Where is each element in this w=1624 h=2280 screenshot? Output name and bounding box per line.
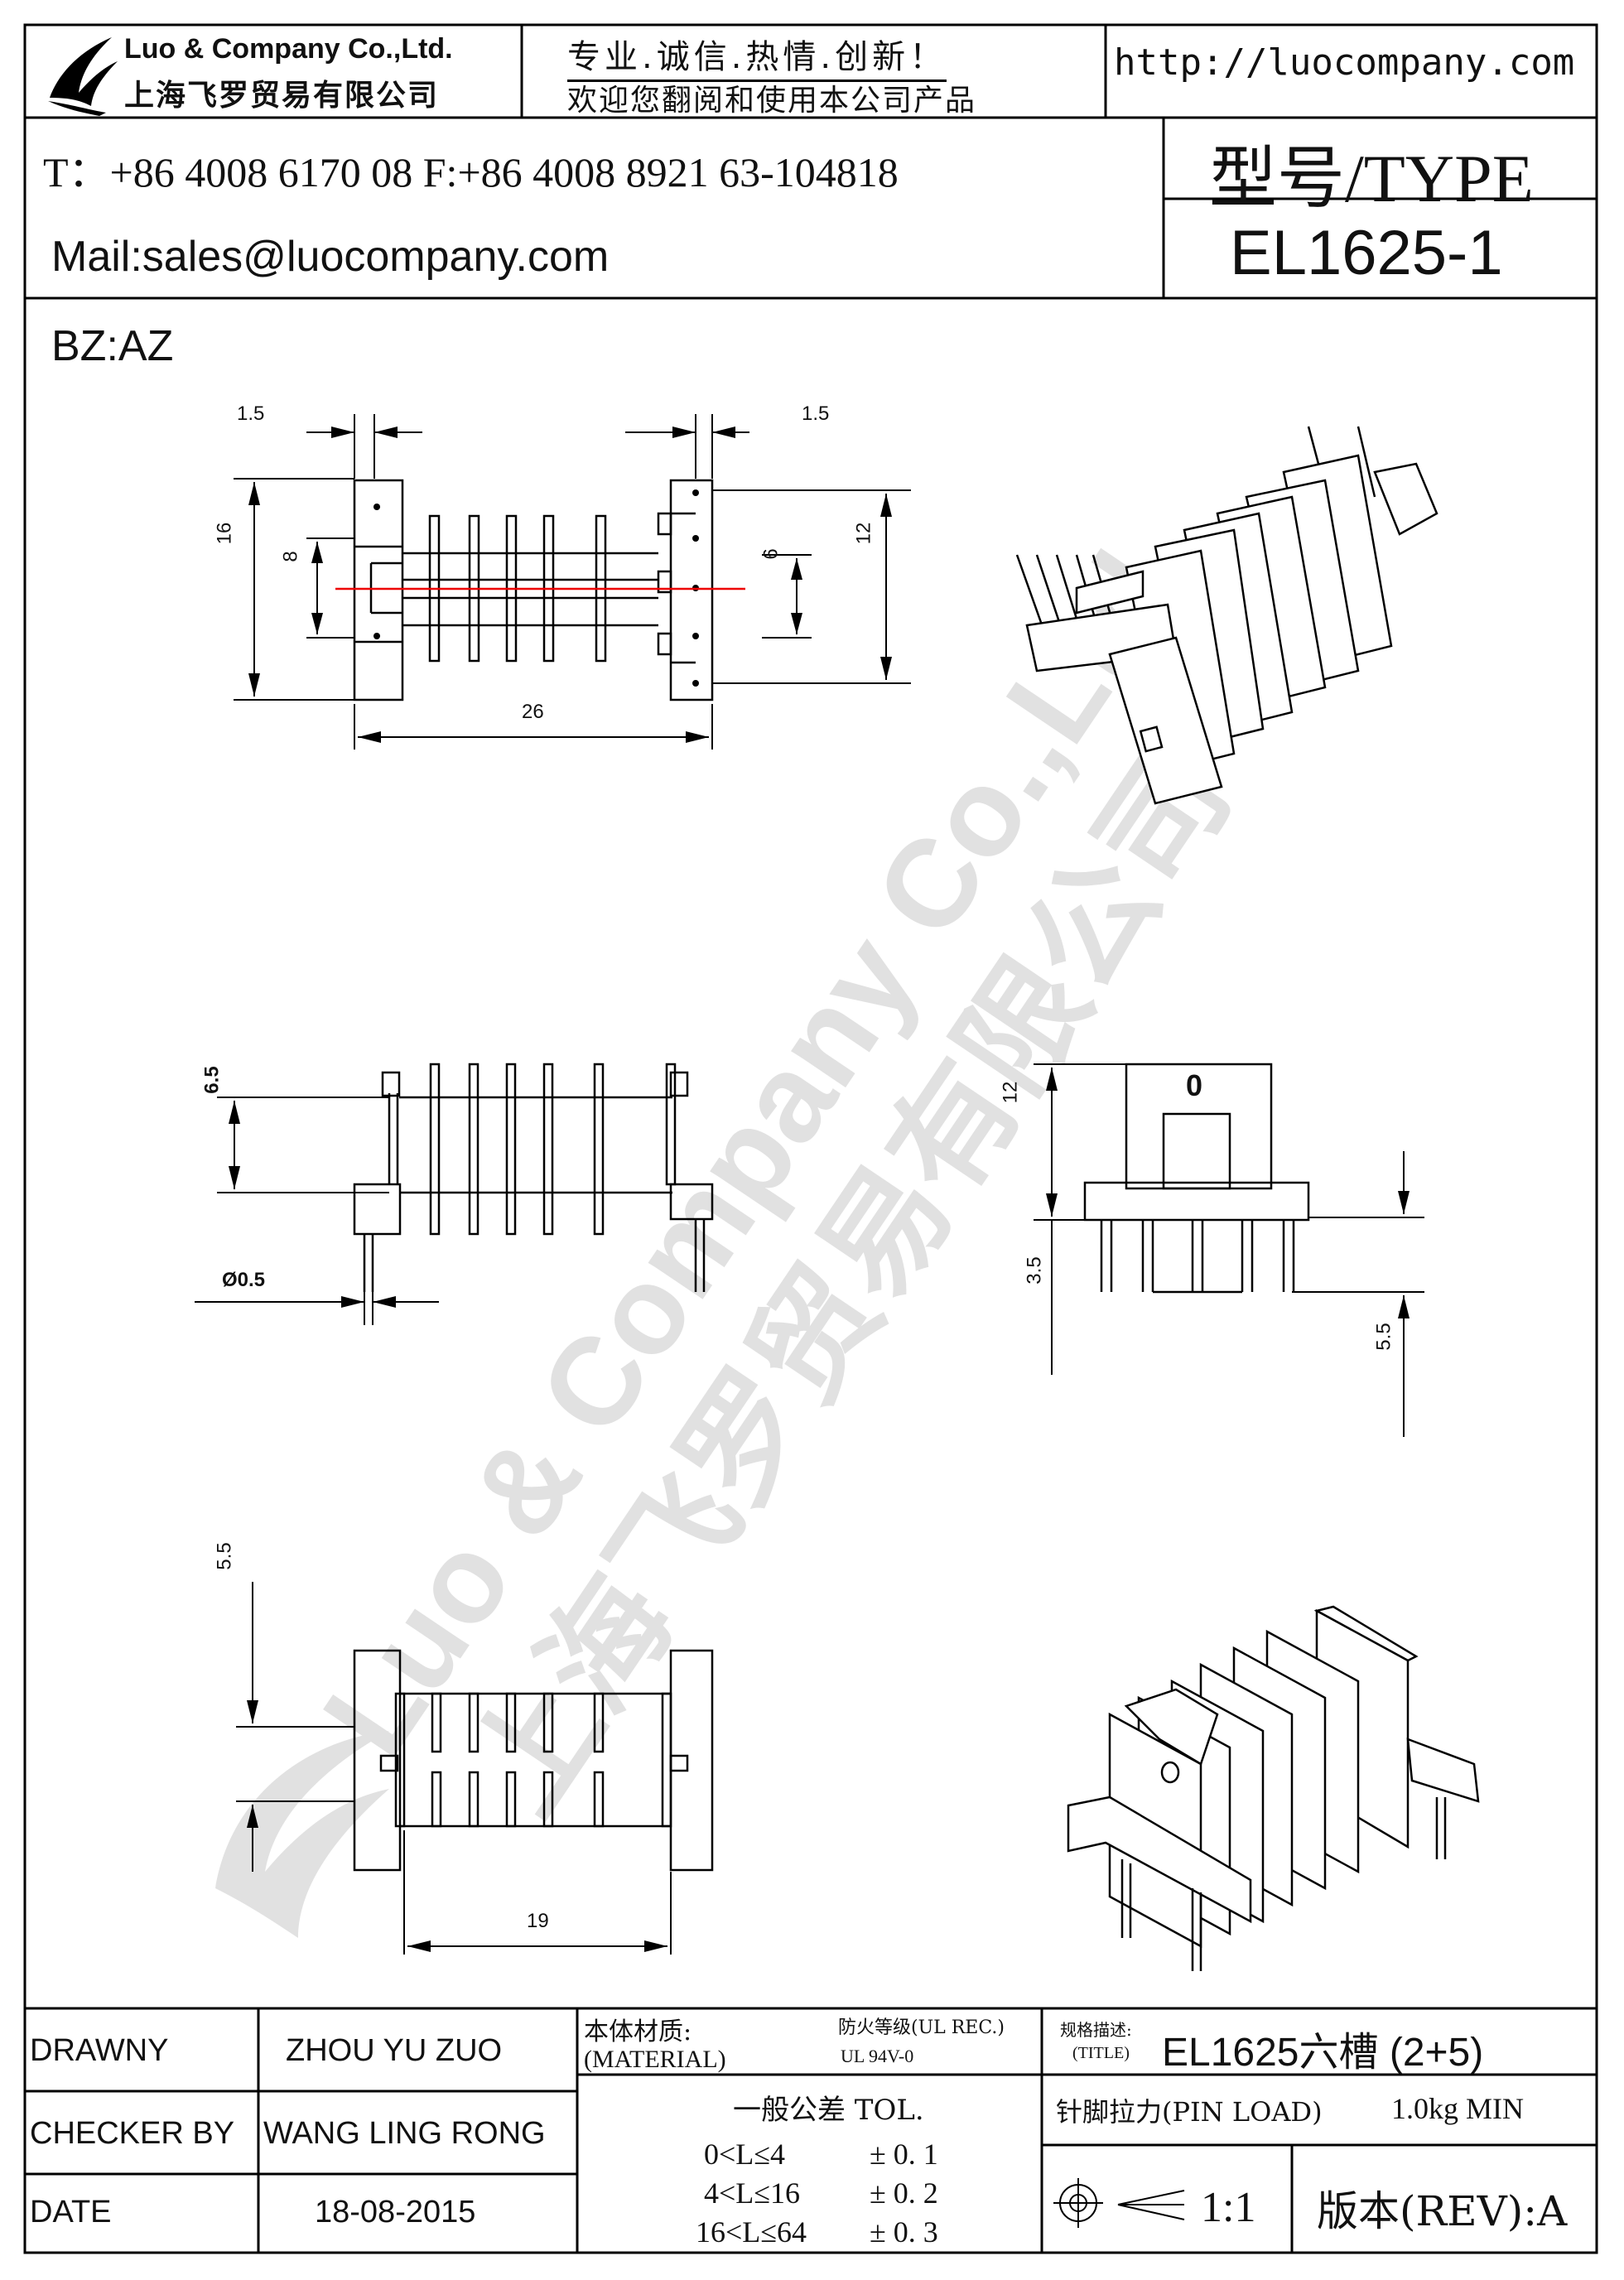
front-view <box>234 414 911 750</box>
date-label: DATE <box>30 2195 112 2229</box>
material-label-cn: 本体材质: <box>584 2017 692 2046</box>
side-view <box>195 1063 714 1325</box>
bz-label: BZ:AZ <box>51 322 174 370</box>
dim-label: 8 <box>279 551 302 562</box>
dim-label: 12 <box>999 1081 1022 1104</box>
end-mark: 0 <box>1186 1068 1203 1102</box>
type-value: EL1625-1 <box>1230 218 1503 288</box>
drawn-value: ZHOU YU ZUO <box>286 2033 503 2068</box>
title-label-en: (TITLE) <box>1072 2044 1130 2062</box>
revision: 版本(REV):A <box>1317 2187 1568 2235</box>
dim-label: Ø0.5 <box>222 1269 266 1291</box>
dim-label: 3.5 <box>1023 1256 1046 1285</box>
dim-label: 1.5 <box>237 402 265 425</box>
tol-value: ± 0. 1 <box>870 2138 938 2171</box>
email-address[interactable]: Mail:sales@luocompany.com <box>51 233 610 281</box>
tol-range: 0<L≤4 <box>704 2138 786 2171</box>
dim-label: 16 <box>213 522 236 545</box>
slogan: 专业.诚信.热情.创新！ <box>567 30 947 82</box>
company-name-cn: 上海飞罗贸易有限公司 <box>124 79 440 113</box>
dim-label: 6.5 <box>200 1066 224 1094</box>
isometric-bottom-view <box>1067 1605 1480 1971</box>
end-view <box>1034 1063 1424 1437</box>
phone-fax: T：+86 4008 6170 08 F:+86 4008 8921 63-10… <box>43 149 899 195</box>
company-logo-icon <box>48 37 118 116</box>
watermark: Luo & Company Co.,Ltd. 上海飞罗贸易有限公司 <box>215 499 1258 1938</box>
tolerance-title: 一般公差 TOL. <box>733 2094 924 2127</box>
welcome-text: 欢迎您翻阅和使用本公司产品 <box>567 84 977 118</box>
tol-value: ± 0. 3 <box>870 2215 938 2249</box>
website-link[interactable]: http://luocompany.com <box>1114 41 1575 84</box>
tol-value: ± 0. 2 <box>870 2176 938 2210</box>
fire-rating-label: 防火等级(UL REC.) <box>838 2017 1005 2038</box>
dim-label: 1.5 <box>802 402 830 425</box>
dim-label: 5.5 <box>1372 1323 1395 1351</box>
projection-symbol-icon <box>1053 2178 1185 2228</box>
title-label-cn: 规格描述: <box>1060 2020 1132 2040</box>
dim-label: 19 <box>527 1910 549 1932</box>
fire-rating-value: UL 94V-0 <box>841 2046 914 2066</box>
dim-label: 6 <box>759 548 783 560</box>
isometric-top-view <box>1015 426 1438 805</box>
checker-value: WANG LING RONG <box>263 2116 546 2151</box>
title-value: EL1625六槽 (2+5) <box>1162 2031 1484 2075</box>
company-name-en: Luo & Company Co.,Ltd. <box>124 33 453 65</box>
pin-load-label: 针脚拉力(PIN LOAD) <box>1056 2096 1323 2128</box>
date-value: 18-08-2015 <box>315 2195 476 2229</box>
outer-frame <box>23 23 1598 2254</box>
tol-range: 4<L≤16 <box>704 2176 801 2210</box>
dim-label: 5.5 <box>213 1542 236 1570</box>
scale-value: 1:1 <box>1201 2184 1256 2231</box>
material-label-en: (MATERIAL) <box>584 2046 726 2073</box>
watermark-en: Luo & Company Co.,Ltd. <box>296 499 1222 1779</box>
checker-label: CHECKER BY <box>30 2116 235 2151</box>
drawn-label: DRAWNY <box>30 2033 169 2068</box>
pin-load-value: 1.0kg MIN <box>1391 2092 1524 2125</box>
bottom-view <box>236 1582 714 1955</box>
dim-label: 26 <box>522 701 544 723</box>
watermark-logo-icon <box>215 1731 389 1938</box>
type-label: 型号/TYPE <box>1209 141 1534 216</box>
dim-label: 12 <box>852 522 875 545</box>
tol-range: 16<L≤64 <box>696 2215 807 2249</box>
